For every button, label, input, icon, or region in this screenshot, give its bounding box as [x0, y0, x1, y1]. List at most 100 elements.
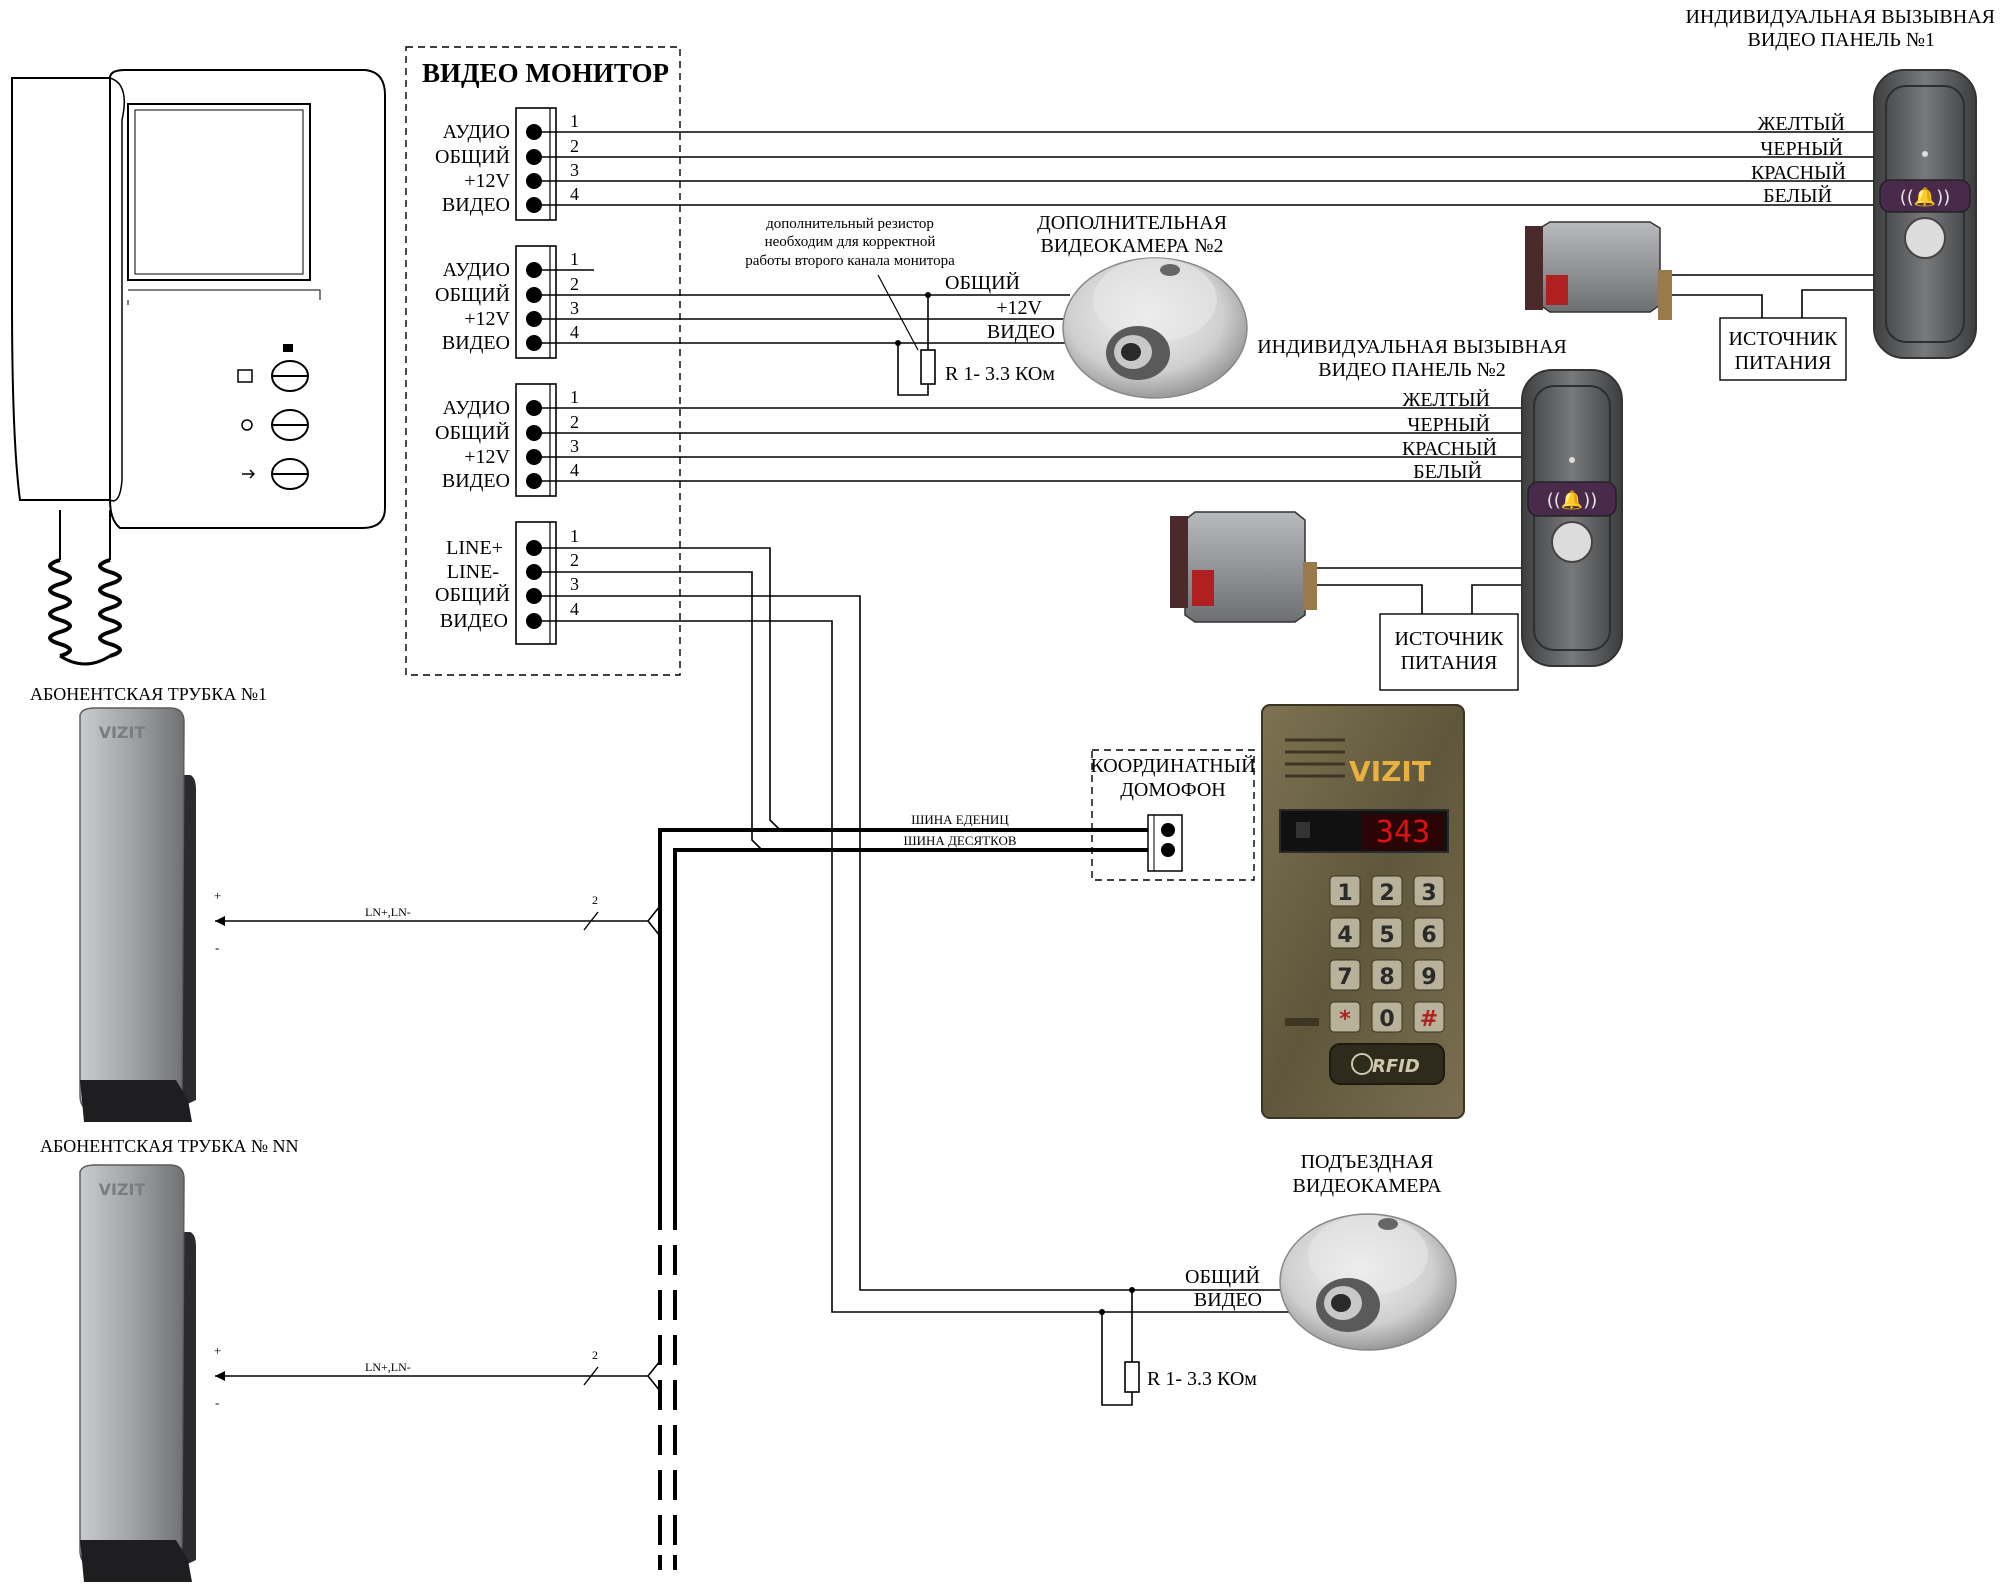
handsetN-line-label: LN+,LN- — [365, 1360, 411, 1374]
resistor-label-2: R 1- 3.3 КОм — [1147, 1368, 1257, 1390]
call-panel-1: ((🔔)) — [1873, 69, 1977, 359]
keypad-key: 7 — [1337, 965, 1352, 990]
handset1-line-label: LN+,LN- — [365, 905, 411, 919]
pin-number: 1 — [570, 526, 579, 546]
pin-number: 3 — [570, 160, 579, 180]
pin-number: 3 — [570, 298, 579, 318]
panel2-wire-label: БЕЛЫЙ — [1413, 460, 1482, 483]
entrance-camera-wire-label: ВИДЕО — [1194, 1289, 1262, 1311]
video-monitor-title: ВИДЕО МОНИТОР — [422, 58, 669, 88]
pin-number: 4 — [570, 599, 579, 619]
call-button-1 — [1879, 179, 1971, 213]
handsetN-wire-count: 2 — [592, 1348, 598, 1362]
camera2-wire-label: +12V — [996, 297, 1042, 319]
bus-units-label: ШИНА ЕДЕНИЦ — [911, 812, 1009, 827]
terminal-label: ВИДЕО — [442, 194, 510, 216]
bus-tens-label: ШИНА ДЕСЯТКОВ — [903, 833, 1016, 848]
pin-number: 4 — [570, 322, 579, 342]
handsetN-minus: - — [215, 1395, 219, 1410]
terminal-label: LINE+ — [446, 537, 503, 559]
camera2-wire-label: ВИДЕО — [987, 321, 1055, 343]
terminal-block-3: АУДИО ОБЩИЙ +12V ВИДЕО 1 2 3 4 — [435, 383, 579, 497]
handsetN-title: АБОНЕНТСКАЯ ТРУБКА № NN — [40, 1136, 299, 1156]
handset1-brand: VIZIT — [99, 723, 146, 742]
coordinate-title-line1: КООРДИНАТНЫЙ — [1090, 754, 1255, 777]
camera2-title-line1: ДОПОЛНИТЕЛЬНАЯ — [1037, 212, 1227, 234]
keypad-key: 3 — [1421, 881, 1436, 906]
power-supply-1-line1: ИСТОЧНИК — [1729, 328, 1839, 350]
terminal-label: ВИДЕО — [442, 332, 510, 354]
pin-number: 1 — [570, 387, 579, 407]
coordinate-title-line2: ДОМОФОН — [1120, 779, 1226, 801]
keypad-key: 6 — [1421, 923, 1436, 948]
terminal-label: АУДИО — [443, 397, 510, 419]
pin-number: 3 — [570, 436, 579, 456]
handset1-wire-count: 2 — [592, 893, 598, 907]
keypad-key: 2 — [1379, 881, 1394, 906]
pin-number: 4 — [570, 460, 579, 480]
camera2-title-line2: ВИДЕОКАМЕРА №2 — [1041, 235, 1224, 257]
handset1-plus: + — [214, 888, 221, 903]
vizit-keypad-panel: VIZIT 343 1 2 3 4 5 6 7 8 9 * — [1261, 704, 1465, 1119]
dome-camera-2 — [1062, 257, 1248, 399]
video-monitor-drawing — [11, 69, 386, 666]
keypad-brand: VIZIT — [1349, 755, 1431, 788]
handset-1: VIZIT — [79, 707, 196, 1122]
power-supply-1 — [1719, 317, 1847, 381]
pin-number: 3 — [570, 574, 579, 594]
terminal-label: ОБЩИЙ — [435, 421, 510, 444]
bell-icon: ((🔔)) — [1547, 490, 1598, 511]
handsetN-brand: VIZIT — [99, 1180, 146, 1199]
handsetN-plus: + — [214, 1343, 221, 1358]
keypad-key: 8 — [1379, 965, 1394, 990]
keypad-key: 9 — [1421, 965, 1436, 990]
resistor-note-line3: работы второго канала монитора — [745, 253, 955, 269]
panel2-wire-label: ЖЕЛТЫЙ — [1402, 388, 1490, 411]
panel2-wire-label: КРАСНЫЙ — [1402, 437, 1497, 460]
handset1-minus: - — [215, 940, 219, 955]
pin-number: 1 — [570, 249, 579, 269]
panel1-title-line2: ВИДЕО ПАНЕЛЬ №1 — [1748, 29, 1936, 51]
terminal-label: ВИДЕО — [442, 470, 510, 492]
wires — [215, 131, 1880, 1570]
pin-number: 2 — [570, 274, 579, 294]
handset-n: VIZIT — [79, 1164, 196, 1582]
terminal-label: ВИДЕО — [440, 610, 508, 632]
resistor-note-line2: необходим для корректной — [765, 234, 936, 250]
panel2-wire-label: ЧЕРНЫЙ — [1407, 413, 1490, 436]
pin-number: 2 — [570, 550, 579, 570]
keypad-keys: 1 2 3 4 5 6 7 8 9 * 0 # — [1329, 875, 1445, 1033]
panel1-title-line1: ИНДИВИДУАЛЬНАЯ ВЫЗЫВНАЯ — [1685, 6, 1995, 28]
keypad-display: 343 — [1376, 815, 1430, 850]
terminal-label: ОБЩИЙ — [435, 283, 510, 306]
keypad-key: 0 — [1379, 1007, 1394, 1032]
camera2-wire-label: ОБЩИЙ — [945, 271, 1020, 294]
entrance-camera-title-line1: ПОДЪЕЗДНАЯ — [1301, 1151, 1434, 1173]
power-supply-2 — [1379, 613, 1519, 691]
terminal-label: +12V — [464, 446, 510, 468]
pin-number: 4 — [570, 184, 579, 204]
panel2-title-line2: ВИДЕО ПАНЕЛЬ №2 — [1318, 359, 1506, 381]
keypad-camera-icon — [1296, 822, 1310, 838]
entrance-camera-wire-label: ОБЩИЙ — [1185, 1265, 1260, 1288]
coordinate-terminal — [1147, 814, 1183, 872]
pin-number: 2 — [570, 412, 579, 432]
keypad-key: # — [1420, 1007, 1438, 1032]
video-monitor-frame — [405, 46, 681, 676]
rfid-label: RFID — [1372, 1056, 1420, 1077]
pin-number: 1 — [570, 111, 579, 131]
terminal-label: ОБЩИЙ — [435, 145, 510, 168]
rfid-icon — [1351, 1053, 1373, 1075]
lock-1 — [1525, 221, 1672, 320]
terminal-block-1: АУДИО ОБЩИЙ +12V ВИДЕО 1 2 3 4 — [435, 107, 579, 221]
keypad-key: 1 — [1337, 881, 1352, 906]
call-button-2 — [1527, 481, 1617, 517]
terminal-label: +12V — [464, 170, 510, 192]
resistor-symbol — [1124, 1361, 1140, 1393]
panel1-wire-label: ЖЕЛТЫЙ — [1757, 112, 1845, 135]
pin-number: 2 — [570, 136, 579, 156]
handset1-title: АБОНЕНТСКАЯ ТРУБКА №1 — [30, 684, 267, 704]
keypad-key: 5 — [1379, 923, 1394, 948]
power-supply-2-line1: ИСТОЧНИК — [1395, 628, 1505, 650]
